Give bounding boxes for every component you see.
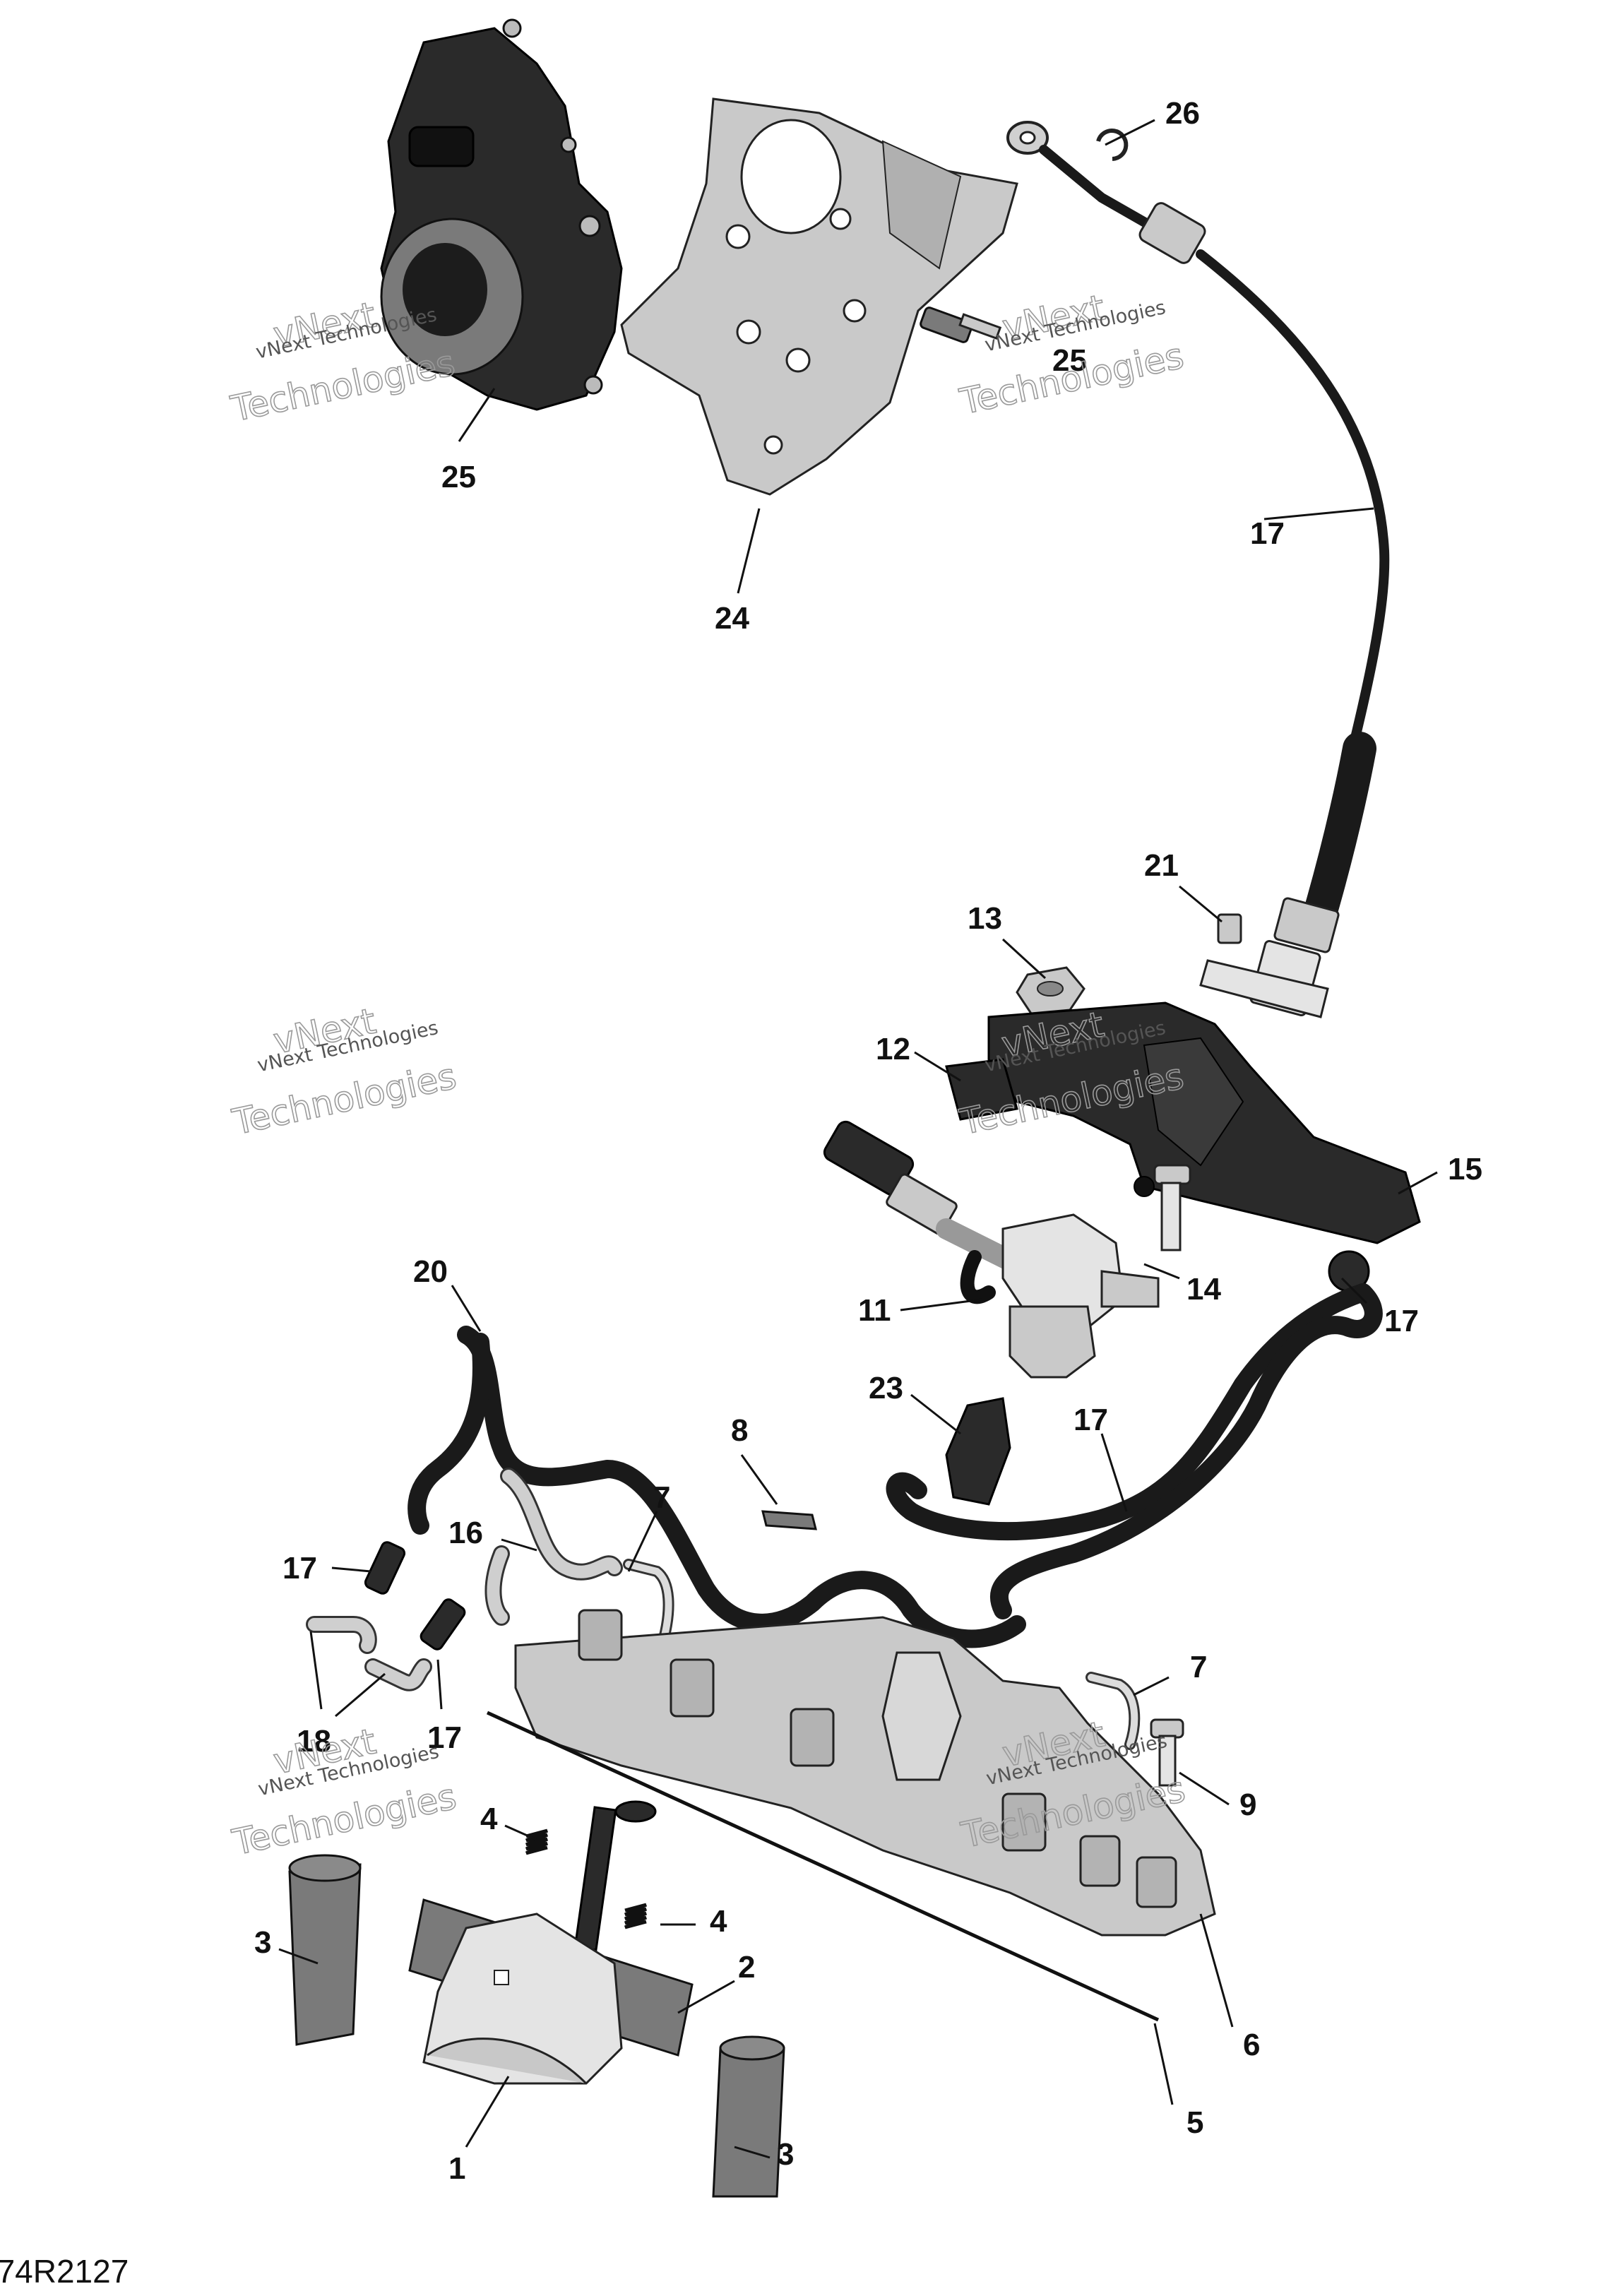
part-10-damper — [945, 1058, 1018, 1121]
reference-code: 274R2127 — [0, 2253, 129, 2290]
callout-8: 8 — [731, 1413, 748, 1448]
part-11-sensor — [823, 1120, 1160, 1379]
callout-5: 5 — [1186, 2105, 1203, 2140]
callout-4-b: 4 — [710, 1904, 727, 1939]
part-13-bolt — [1153, 1164, 1191, 1251]
callout-3-a: 3 — [254, 1925, 271, 1960]
watermark-bottom-left: vNext vNext Technologies Technologies — [228, 1720, 460, 1864]
part-6-housing — [514, 1609, 1216, 1937]
callout-21: 17 — [1250, 516, 1285, 551]
callout-15: 17 — [1073, 1403, 1108, 1437]
part-7-fitting-upper — [623, 1559, 674, 1644]
part-17-check-valve-b — [420, 1598, 466, 1650]
callout-10: 12 — [876, 1032, 910, 1066]
callout-24: 25 — [441, 460, 476, 494]
callout-7-upper: 7 — [653, 1480, 670, 1515]
part-4-spring-a — [525, 1828, 549, 1855]
leader-lines — [278, 119, 1438, 2159]
callout-14: 13 — [968, 901, 1002, 936]
callout-18: 18 — [297, 1724, 331, 1759]
callout-20: 23 — [869, 1371, 903, 1405]
callout-16: 16 — [448, 1516, 483, 1550]
part-21-cable — [1006, 121, 1390, 1016]
part-25-screw — [920, 307, 1002, 343]
part-17-check-valve-a — [364, 1541, 406, 1595]
part-19-hose — [408, 1326, 1026, 1648]
callout-2: 2 — [738, 1950, 755, 1985]
part-8-pad — [761, 1510, 817, 1530]
part-5-gasket — [486, 1711, 1160, 2022]
callout-19: 20 — [413, 1254, 448, 1289]
part-18-elbows — [306, 1616, 432, 1691]
callout-13: 14 — [1186, 1272, 1221, 1307]
callout-1: 1 — [448, 2151, 465, 2186]
part-4-spring-b — [624, 1903, 648, 1929]
part-12-support-bracket — [987, 1001, 1421, 1244]
callout-labels: 26 17 24 25 25 21 13 12 15 14 11 17 23 1… — [254, 96, 1482, 2186]
callout-26: 26 — [1165, 96, 1200, 131]
part-1-valve-block — [422, 1913, 623, 2085]
part-22-bolt — [1199, 913, 1329, 1018]
callout-17-left-b: 17 — [427, 1720, 462, 1755]
watermark-middle-left: vNext vNext Technologies Technologies — [228, 1000, 460, 1143]
callout-23: 24 — [715, 601, 749, 636]
callout-11: 11 — [858, 1293, 891, 1328]
part-15-hose — [886, 1283, 1383, 1619]
callout-4-a: 4 — [480, 1802, 498, 1836]
part-16-hose — [484, 1468, 623, 1626]
callout-17-upper: 17 — [1384, 1304, 1419, 1338]
part-7-fitting-lower — [1085, 1672, 1141, 1750]
callout-7-lower: 7 — [1190, 1650, 1207, 1684]
callout-22: 21 — [1144, 848, 1179, 883]
part-23-mounting-bracket — [620, 97, 1018, 496]
part-3-pin-b — [712, 2035, 785, 2198]
part-26-clip — [1096, 129, 1129, 161]
callout-3-b: 3 — [777, 2137, 794, 2172]
part-20-connector — [945, 1397, 1011, 1506]
callout-17-left-a: 17 — [282, 1551, 317, 1586]
callout-12: 15 — [1448, 1152, 1482, 1186]
callout-9: 9 — [1239, 1788, 1256, 1822]
part-3-pin-a — [288, 1854, 362, 2046]
part-24-actuator-motor — [380, 18, 623, 411]
part-14-nut — [1016, 966, 1085, 1015]
callout-25: 25 — [1052, 343, 1087, 378]
callout-6: 6 — [1243, 2028, 1260, 2062]
part-9-bolt — [1150, 1718, 1184, 1787]
